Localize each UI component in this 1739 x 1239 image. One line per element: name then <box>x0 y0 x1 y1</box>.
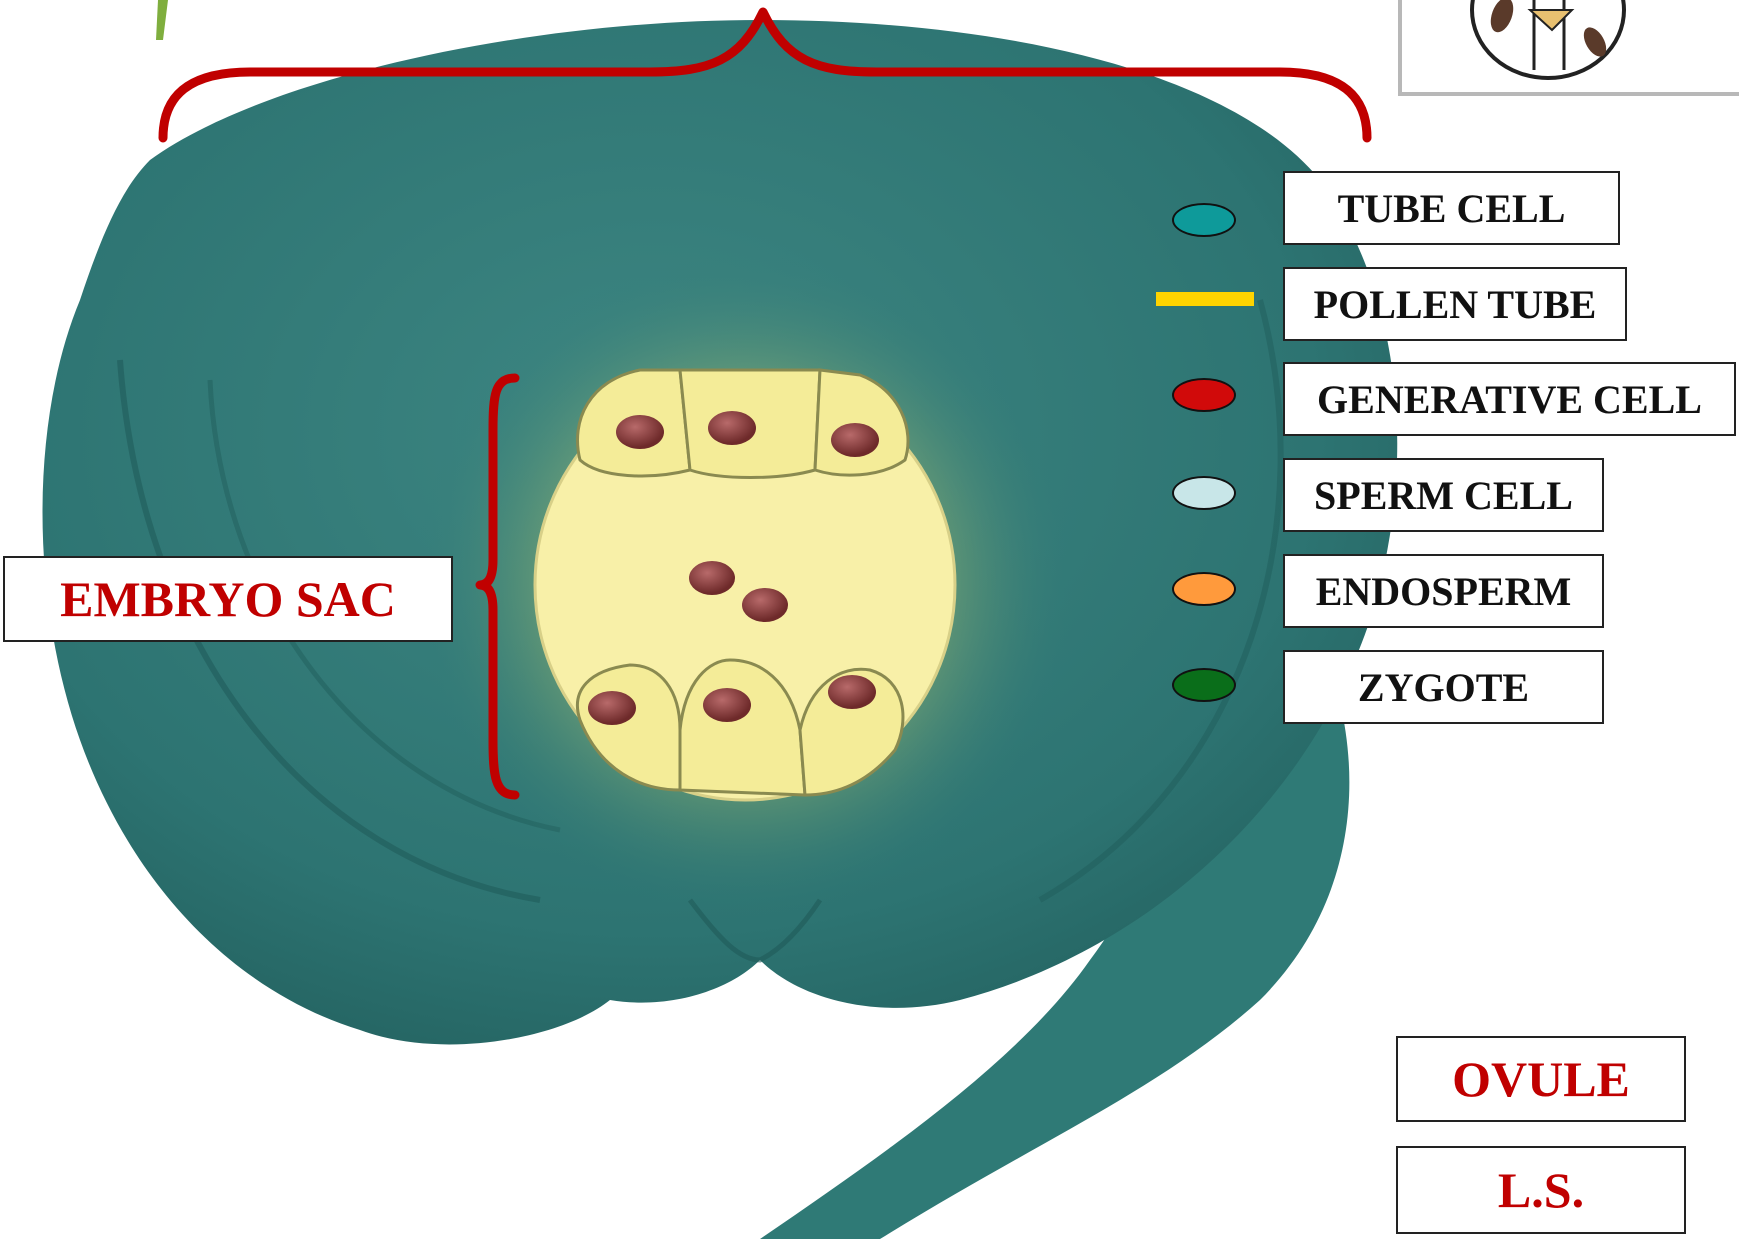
generative-cell-swatch <box>1172 378 1236 412</box>
ovule-label-text: OVULE <box>1452 1050 1630 1108</box>
sperm-cell-swatch <box>1172 476 1236 510</box>
legend-label: ENDOSPERM <box>1316 568 1572 615</box>
embryo-sac-label-text: EMBRYO SAC <box>60 570 396 628</box>
legend-item-pollen-tube: POLLEN TUBE <box>1283 267 1627 341</box>
antipodal-cells <box>578 370 909 478</box>
legend-label: ZYGOTE <box>1358 664 1529 711</box>
endosperm-swatch <box>1172 572 1236 606</box>
nucleus <box>828 675 876 709</box>
stalk-fragment <box>156 0 168 40</box>
embryo-sac-label: EMBRYO SAC <box>3 556 453 642</box>
legend-label: GENERATIVE CELL <box>1317 376 1702 423</box>
section-label-text: L.S. <box>1498 1161 1584 1219</box>
nucleus <box>831 423 879 457</box>
thumbnail-ovule-icon <box>1402 0 1739 100</box>
nucleus <box>616 415 664 449</box>
ovule-label: OVULE <box>1396 1036 1686 1122</box>
egg-apparatus <box>577 660 903 795</box>
thumbnail-frame <box>1398 0 1739 96</box>
section-label: L.S. <box>1396 1146 1686 1234</box>
legend-label: POLLEN TUBE <box>1314 281 1597 328</box>
zygote-swatch <box>1172 668 1236 702</box>
legend-label: TUBE CELL <box>1338 185 1566 232</box>
legend-item-generative-cell: GENERATIVE CELL <box>1283 362 1736 436</box>
nucleus <box>588 691 636 725</box>
legend-label: SPERM CELL <box>1314 472 1573 519</box>
legend-item-endosperm: ENDOSPERM <box>1283 554 1604 628</box>
nucleus <box>703 688 751 722</box>
tube-cell-swatch <box>1172 203 1236 237</box>
nucleus <box>708 411 756 445</box>
legend-item-zygote: ZYGOTE <box>1283 650 1604 724</box>
legend-item-sperm-cell: SPERM CELL <box>1283 458 1604 532</box>
legend-item-tube-cell: TUBE CELL <box>1283 171 1620 245</box>
pollen-tube-swatch <box>1156 292 1254 306</box>
